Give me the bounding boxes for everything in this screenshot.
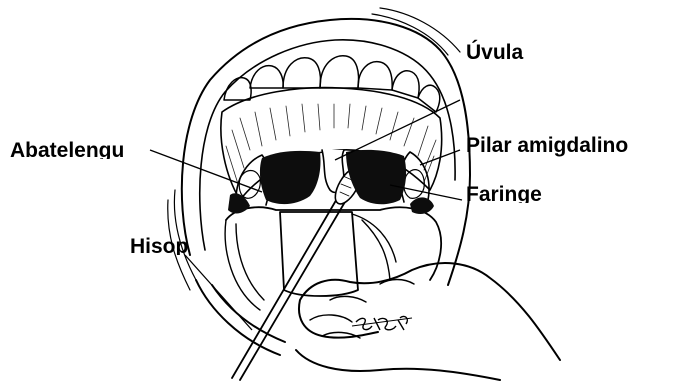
tongue-right-side (352, 214, 396, 280)
label-pilar-amigdalino: Pilar amigdalino (466, 135, 628, 156)
upper-teeth (224, 56, 440, 112)
right-tonsil (404, 170, 424, 199)
pharynx-right-cavity (346, 150, 406, 204)
label-uvula: Úvula (466, 42, 523, 63)
left-shadow (228, 193, 250, 213)
tongue-left-side (225, 220, 264, 310)
label-faringe: Faringe (466, 184, 542, 203)
label-hisop: Hisop (130, 236, 188, 255)
artist-signature (352, 316, 412, 330)
leader-abatelengu (150, 150, 262, 192)
label-abatelengu: Abatelengu (10, 140, 124, 159)
pharynx-left-cavity (260, 151, 321, 204)
hand-outline (296, 263, 560, 380)
right-shadow (410, 197, 434, 214)
